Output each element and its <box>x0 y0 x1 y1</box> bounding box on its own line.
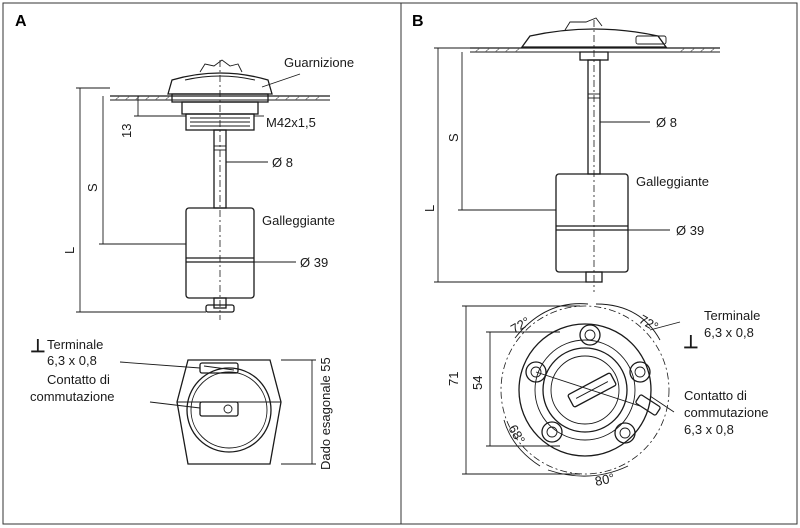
panel-a-hex-nut-label: Dado esagonale 55 <box>318 357 333 470</box>
panel-b-angle-top-right: 72° <box>637 312 662 335</box>
panel-b-terminal-label-1: Terminale <box>704 308 760 323</box>
panel-a-terminal-label-1: Terminale <box>47 337 103 352</box>
panel-a-dim-s-label: S <box>85 183 100 192</box>
panel-a-gasket-label: Guarnizione <box>284 55 354 70</box>
panel-b-angle-bottom: 80° <box>594 470 616 489</box>
panel-b-terminal-label-2: 6,3 x 0,8 <box>704 325 754 340</box>
panel-b-letter: B <box>412 13 424 30</box>
panel-b: B <box>412 13 769 489</box>
panel-a-contact-label-1: Contatto di <box>47 372 110 387</box>
panel-b-dimensions <box>434 47 586 283</box>
panel-b-ground-icon: ⊥ <box>683 332 699 352</box>
panel-a-hex-dim <box>119 359 316 465</box>
panel-a-hex-view <box>176 359 282 465</box>
panel-b-float-label: Galleggiante <box>636 174 709 189</box>
panel-b-leaders <box>600 121 670 231</box>
panel-b-dim54-label: 54 <box>470 376 485 390</box>
panel-b-contact-label-1: Contatto di <box>684 388 747 403</box>
panel-a-dim13-label: 13 <box>119 124 134 138</box>
panel-a-rod-diameter-label: Ø 8 <box>272 155 293 170</box>
panel-b-rod-diameter-label: Ø 8 <box>656 115 677 130</box>
panel-b-contact-label-2: commutazione <box>684 405 769 420</box>
panel-a-ground-icon: ⊥ <box>30 336 46 356</box>
panel-b-angle-top-left: 72° <box>508 314 533 337</box>
panel-a-dimensions <box>76 87 264 313</box>
panel-b-float <box>555 173 629 283</box>
panel-b-flange-view <box>500 305 675 475</box>
panel-a-dim-l-label: L <box>62 247 77 254</box>
panel-a: A <box>15 13 354 470</box>
panel-a-letter: A <box>15 13 27 30</box>
panel-b-dim-s-label: S <box>446 133 461 142</box>
panel-b-float-diameter-label: Ø 39 <box>676 223 704 238</box>
panel-b-dim-l-label: L <box>422 205 437 212</box>
panel-a-terminal-label-2: 6,3 x 0,8 <box>47 353 97 368</box>
panel-b-contact-label-3: 6,3 x 0,8 <box>684 422 734 437</box>
panel-a-float-label: Galleggiante <box>262 213 335 228</box>
panel-b-flange-dims <box>462 303 681 477</box>
panel-b-dim71-label: 71 <box>446 372 461 386</box>
panel-a-leaders <box>226 73 301 263</box>
panel-a-contact-label-2: commutazione <box>30 389 115 404</box>
panel-a-thread-label: M42x1,5 <box>266 115 316 130</box>
panel-a-float-diameter-label: Ø 39 <box>300 255 328 270</box>
